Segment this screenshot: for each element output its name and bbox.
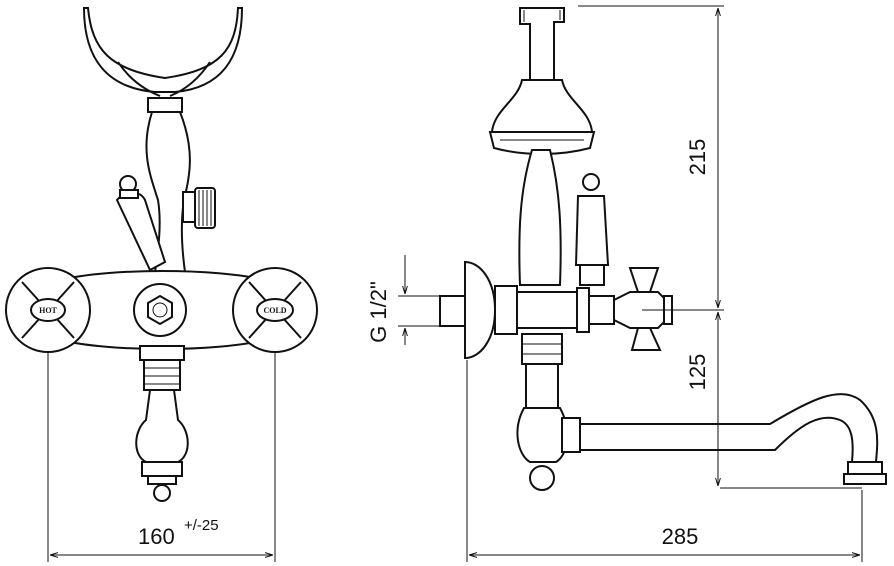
width-dimension: 160: [138, 524, 175, 549]
handset: [518, 149, 562, 286]
cold-handle[interactable]: COLD: [232, 267, 318, 353]
spout: [561, 417, 581, 453]
front-view: HOT COLD 160 +/-25: [5, 7, 318, 562]
hot-label: HOT: [39, 306, 57, 315]
projection-dimension: 285: [662, 524, 699, 549]
spout-height-dimension: 125: [685, 354, 710, 391]
shower-height-dimension: 215: [685, 139, 710, 176]
thread-label: G 1/2": [366, 281, 391, 343]
shower-head: [490, 79, 594, 133]
hot-handle[interactable]: HOT: [5, 267, 91, 353]
side-view: G 1/2" 215 125 285: [366, 5, 887, 562]
shower-stem: [147, 97, 183, 113]
cold-label: COLD: [263, 306, 286, 315]
width-tolerance: +/-25: [184, 517, 219, 534]
hex-nut: [147, 294, 173, 326]
shower-cradle: [82, 7, 244, 93]
wall-flange: [464, 260, 497, 360]
